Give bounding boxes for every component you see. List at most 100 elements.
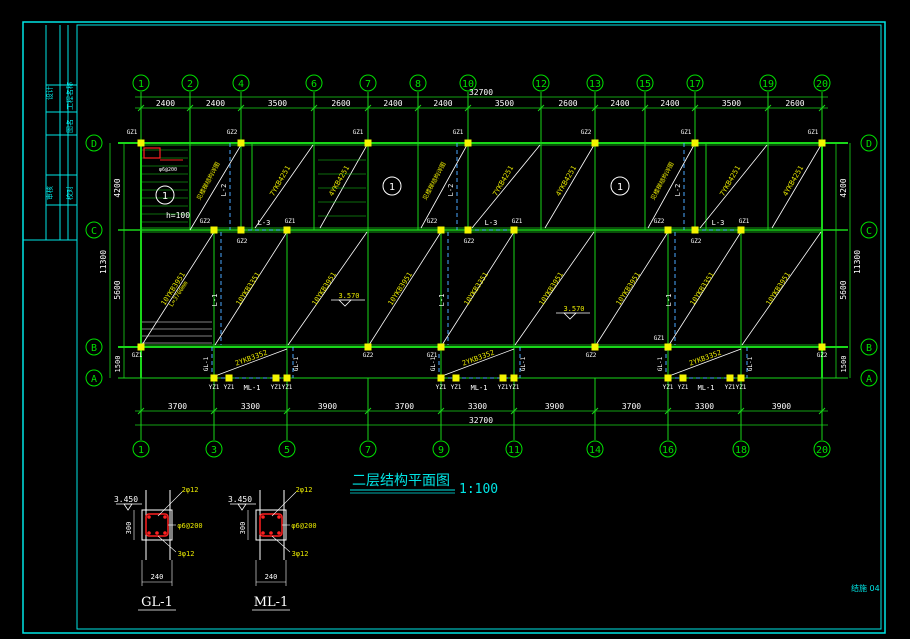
rebar-dot xyxy=(147,531,151,535)
dim-tick xyxy=(664,407,672,415)
rebar-note: φ6@200 xyxy=(159,167,177,173)
dim-tick xyxy=(364,407,372,415)
slab-diagonal xyxy=(668,348,742,377)
beam-label: L-3 xyxy=(712,219,725,227)
axis-bubble-top-label: 13 xyxy=(589,79,601,90)
column-label: GZ1 xyxy=(353,129,364,136)
column-label: GZ1 xyxy=(512,218,523,225)
axis-bubble-top xyxy=(132,74,150,92)
axis-bubble-top xyxy=(759,74,777,92)
axis-bubble-top-label: 12 xyxy=(535,79,547,90)
dim-tick xyxy=(237,104,245,112)
column xyxy=(137,343,145,351)
axis-bubble-bottom-label: 20 xyxy=(816,445,828,456)
column xyxy=(664,226,672,234)
column xyxy=(591,139,599,147)
dim-right: 5600 xyxy=(839,280,848,299)
column xyxy=(437,374,445,382)
dim-tick xyxy=(137,407,145,415)
beam-label: L-2 xyxy=(220,184,228,197)
axis-bubble-bottom-label: 14 xyxy=(589,445,601,456)
dim-left: 5600 xyxy=(113,280,122,299)
axis-bubble-top xyxy=(232,74,250,92)
section-elev: 3.450 xyxy=(228,495,252,504)
slab-thickness: h=100 xyxy=(166,211,190,220)
title-block-cell: 审核 xyxy=(45,186,54,200)
column xyxy=(464,139,472,147)
column xyxy=(283,226,291,234)
room-circle xyxy=(155,185,175,205)
dim-left: 1500 xyxy=(114,356,122,373)
column-label: GZ2 xyxy=(237,238,248,245)
axis-bubble-top xyxy=(305,74,323,92)
section-stirrup-label: φ6@200 xyxy=(177,522,202,530)
axis-bubble-bottom-label: 1 xyxy=(138,445,144,456)
axis-bubble-left xyxy=(85,134,103,152)
slab-label: 10YKB3951 xyxy=(387,271,414,307)
slab-label: 10YKB3351 xyxy=(463,271,490,307)
axis-bubble-top-label: 15 xyxy=(639,79,651,90)
column xyxy=(691,226,699,234)
section-leader xyxy=(157,535,177,553)
section-stirrup-label: φ6@200 xyxy=(291,522,316,530)
elevation-marker xyxy=(563,312,577,320)
axis-bubble-left-label: D xyxy=(91,139,97,150)
beam-label: GL-1 xyxy=(293,356,300,371)
dim-bottom: 3900 xyxy=(772,402,791,411)
slab-diagonal xyxy=(319,144,368,229)
room-circle-label: 1 xyxy=(162,191,168,202)
inner-frame xyxy=(76,24,882,630)
dim-total-top: 32700 xyxy=(469,88,493,97)
axis-bubble-top xyxy=(636,74,654,92)
dim-top: 2600 xyxy=(785,99,804,108)
dim-tick xyxy=(591,407,599,415)
section-height: 300 xyxy=(239,522,247,535)
column-label: GZ2 xyxy=(427,218,438,225)
slab-diagonal xyxy=(699,144,768,229)
dim-tick xyxy=(818,104,826,112)
beam-label: L-3 xyxy=(485,219,498,227)
column-label: GZ1 xyxy=(127,129,138,136)
column-label: GZ2 xyxy=(227,129,238,136)
axis-bubble-top xyxy=(181,74,199,92)
dim-top: 2400 xyxy=(383,99,402,108)
column xyxy=(679,374,687,382)
room-circle-label: 1 xyxy=(617,182,623,193)
column xyxy=(464,226,472,234)
slab-label: 见楼梯结构详图 xyxy=(195,161,222,202)
axis-bubble-top-label: 6 xyxy=(311,79,317,90)
section-width: 240 xyxy=(151,573,164,581)
axis-bubble-bottom-label: 7 xyxy=(365,445,371,456)
plan-title: 二层结构平面图 xyxy=(352,473,450,489)
rebar-dot xyxy=(147,515,151,519)
axis-bubble-bottom xyxy=(586,440,604,458)
dim-tick xyxy=(364,104,372,112)
column xyxy=(237,139,245,147)
column xyxy=(283,374,291,382)
dim-top: 3500 xyxy=(722,99,741,108)
column-label: GZ2 xyxy=(200,218,211,225)
axis-bubble-top-label: 17 xyxy=(689,79,701,90)
column-label: YZ1 xyxy=(736,384,747,391)
axis-bubble-top-label: 8 xyxy=(415,79,421,90)
column-label: GZ1 xyxy=(739,218,750,225)
slab-label: 见楼梯结构详图 xyxy=(649,161,676,202)
slab-label: 10YKB3351 xyxy=(689,271,716,307)
beam-label: L-3 xyxy=(258,219,271,227)
column xyxy=(726,374,734,382)
axis-bubble-right-label: D xyxy=(866,139,872,150)
axis-bubble-bottom-label: 16 xyxy=(662,445,674,456)
slab-diagonal xyxy=(368,231,442,346)
axis-bubble-top xyxy=(359,74,377,92)
slab-diagonal xyxy=(141,231,215,346)
column xyxy=(225,374,233,382)
axis-bubble-bottom xyxy=(813,440,831,458)
beam-label: GL-1 xyxy=(203,356,210,371)
axis-bubble-right-label: A xyxy=(866,374,872,385)
column-label: GZ2 xyxy=(817,352,828,359)
axis-bubble-right-label: B xyxy=(866,343,872,354)
column-label: GZ2 xyxy=(586,352,597,359)
room-circle xyxy=(382,176,402,196)
axis-bubble-top xyxy=(532,74,550,92)
axis-bubble-left xyxy=(85,221,103,239)
